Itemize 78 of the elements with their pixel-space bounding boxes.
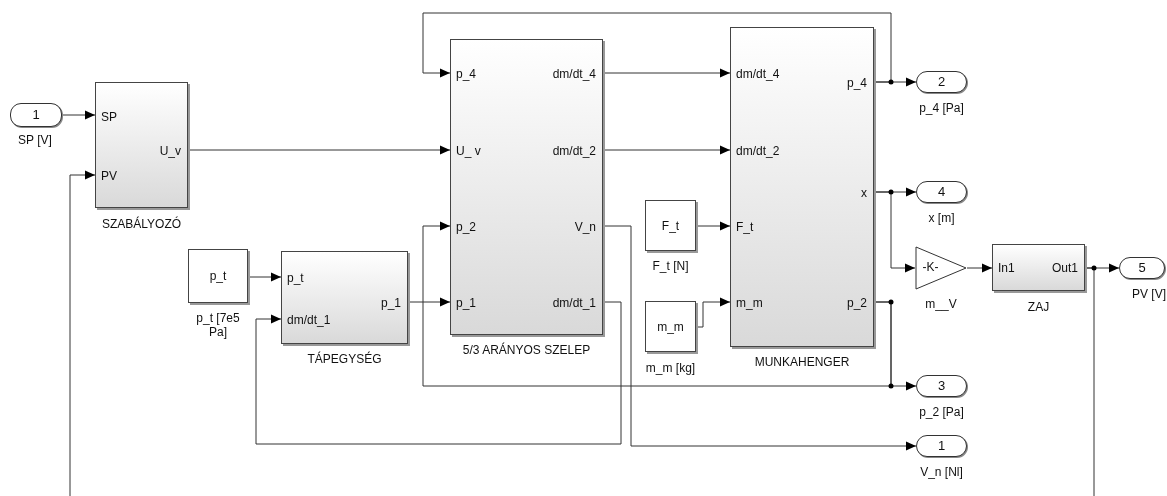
port-number: 2 [936,75,947,89]
block-name: 5/3 ARÁNYOS SZELEP [461,343,592,357]
constant-name: F_t [660,218,681,233]
signal-line [966,263,993,273]
port-label: p_1 [380,296,401,310]
signal-line [602,145,731,155]
signal-line [247,272,282,282]
signal-line [873,191,916,273]
constant-name: p_t [208,269,228,283]
block-name: m__V [924,297,958,311]
block-name: V_n [Nl] [919,465,964,479]
block-name: TÁPEGYSÉG [306,352,383,366]
port-label: p_2 [846,296,867,310]
subsystem-block [95,82,188,208]
port-label: m_m [736,296,763,310]
block-name: SZABÁLYOZÓ [100,217,183,231]
block-name: MUNKAHENGER [753,355,851,369]
port-label: In1 [998,261,1015,275]
block-name: m_m [kg] [644,361,697,375]
port-label: dm/dt_2 [552,144,596,158]
subsystem-block [992,244,1085,291]
constant-block [645,301,696,352]
port-terminal [1119,257,1165,279]
block-name: p_2 [Pa] [918,405,965,419]
signal-line [602,225,917,451]
subsystem-block [281,251,408,344]
constant-block [188,249,248,303]
block-name: ZAJ [1026,300,1051,314]
port-number: 1 [936,439,947,453]
signal-line [407,297,451,307]
port-terminal [916,181,967,203]
port-label: U_ v [456,144,481,158]
port-number: 1 [31,108,41,122]
port-label: dm/dt_1 [287,313,331,327]
port-label: F_t [736,220,754,234]
port-terminal [916,71,967,93]
port-label: x [861,186,867,200]
signal-line [695,221,731,231]
port-label: PV [101,169,117,183]
port-label: dm/dt_2 [736,144,780,158]
signal-line [695,297,731,328]
block-name: PV [V] [1131,287,1166,301]
block-name: F_t [N] [651,259,690,273]
port-terminal [10,103,62,127]
signal-line [61,110,96,120]
constant-block [645,200,696,251]
port-label: dm/dt_4 [552,67,596,81]
port-label: p_1 [456,296,477,310]
port-label: dm/dt_4 [736,67,780,81]
signal-line [69,170,1095,496]
port-label: p_4 [846,76,867,90]
subsystem-block [450,39,603,335]
constant-name: m_m [656,319,685,334]
signal-line [422,12,892,83]
port-label: p_4 [456,67,477,81]
port-label: p_2 [456,220,477,234]
port-label: SP [101,110,117,124]
signal-line [602,68,731,78]
port-label: U_v [159,144,181,158]
port-label: V_n [574,220,596,234]
subsystem-block [730,27,874,347]
signal-line [422,221,892,387]
port-label: Out1 [1052,261,1078,275]
block-name: SP [V] [17,133,53,147]
port-label: dm/dt_1 [552,296,596,310]
port-label: p_t [287,271,304,285]
signal-line [255,301,622,445]
signal-line [187,145,451,155]
port-terminal [916,375,967,397]
port-terminal [916,435,967,457]
gain-block [915,246,967,290]
block-name: p_4 [Pa] [918,101,965,115]
block-name: x [m] [927,211,956,225]
block-name: p_t [7e5 Pa] [195,311,241,339]
port-number: 5 [1137,261,1147,275]
port-number: 4 [936,185,947,199]
port-number: 3 [936,379,947,393]
gain-value: -K- [921,260,940,274]
